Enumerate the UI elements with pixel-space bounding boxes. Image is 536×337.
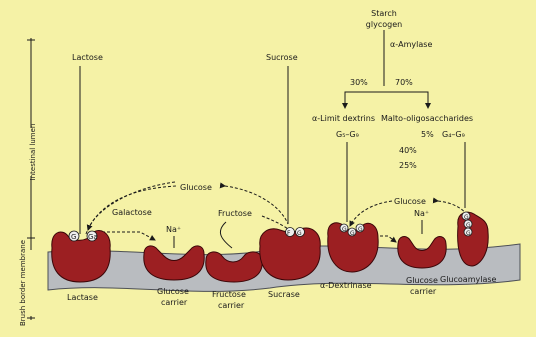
fructose-carrier-line2: carrier (218, 301, 245, 310)
split-right-pct: 70% (395, 78, 413, 87)
gluco-site-g3: G (466, 230, 471, 237)
sucrase-label: Sucrase (268, 290, 300, 299)
gluco-site-g2: G (466, 222, 471, 229)
glucose-right-label: Glucose (394, 197, 426, 206)
limit-dextrins-label: α-Limit dextrins (312, 114, 375, 123)
glucose-top-label: Glucose (180, 183, 212, 192)
glucose-carrier-2 (398, 237, 446, 268)
glucoamylase-label: Glucoamylase (440, 275, 497, 284)
malto-pct-2: 40% (399, 146, 417, 155)
dashed-arrow-dextrin-glucose (350, 201, 392, 226)
membrane-label: Brush border membrane (19, 240, 27, 326)
amylase-label: α-Amylase (390, 40, 432, 49)
lactase-enzyme (52, 230, 110, 282)
glucose-carrier-1 (144, 246, 204, 280)
glucose-carrier-1-line1: Glucose (157, 287, 189, 296)
na-label-2: Na⁺ (414, 209, 429, 218)
lactase-label: Lactase (67, 293, 98, 302)
membrane-label-group: Brush border membrane (16, 240, 40, 326)
glucose-carrier-2-line2: carrier (410, 287, 437, 296)
sucrase-site-f: F (287, 230, 291, 237)
galactose-label: Galactose (112, 208, 152, 217)
glucose-carrier-2-line1: Glucose (406, 276, 438, 285)
lactase-site-g: G (71, 233, 76, 241)
lactase-site-ga: Ga (88, 233, 98, 241)
gluco-site-g1: G (464, 214, 469, 221)
malto-pct-1: 5% (421, 130, 434, 139)
na-label-1: Na⁺ (166, 225, 181, 234)
dextrinase-site-g2: G (350, 230, 355, 237)
dextrinase-site-g1: G (342, 226, 347, 233)
lactose-label: Lactose (72, 53, 103, 62)
fructose-carrier-line1: Fructose (212, 290, 246, 299)
malto-pct-3: 25% (399, 161, 417, 170)
split-left-pct: 30% (350, 78, 368, 87)
malto-range: G₄–G₉ (442, 130, 465, 139)
lumen-label: Intestinal lumen (29, 124, 37, 181)
glycogen-label: glycogen (366, 20, 402, 29)
starch-label: Starch (371, 9, 397, 18)
limit-dextrins-range: G₅–G₉ (336, 130, 359, 139)
dextrinase-label: α-Dextrinase (320, 281, 372, 290)
fructose-label: Fructose (218, 209, 252, 218)
dashed-arrow-glucose-to-carrier (88, 182, 175, 230)
split-bracket (345, 92, 428, 106)
glucoamylase-enzyme (458, 212, 489, 266)
dextrinase-site-g3: G (358, 226, 363, 233)
fructose-curve (220, 222, 232, 248)
sucrase-site-g: G (297, 230, 302, 237)
glucose-carrier-1-line2: carrier (161, 298, 188, 307)
sucrose-label: Sucrose (266, 53, 298, 62)
dashed-arrow-sucrose-glucose (225, 186, 288, 224)
malto-label: Malto-oligosaccharides (381, 114, 473, 123)
